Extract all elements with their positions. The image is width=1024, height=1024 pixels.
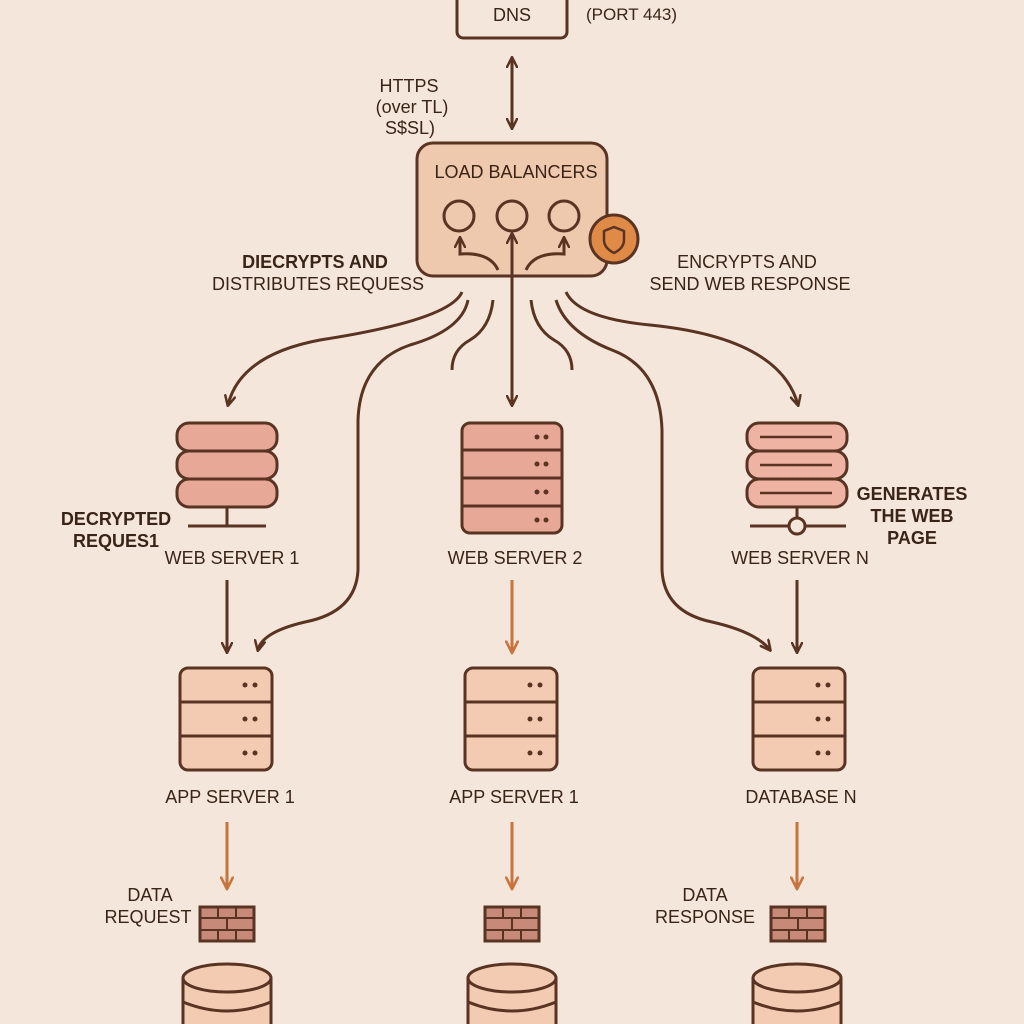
web-server-2-label: WEB SERVER 2 xyxy=(448,548,583,568)
lb-internal-arrow xyxy=(524,238,564,271)
decrypts-note-line1: DIECRYPTS AND xyxy=(242,252,388,272)
generates-note-line1: GENERATES xyxy=(857,484,968,504)
lb-to-db-arrow xyxy=(554,299,770,650)
web-server-1 xyxy=(175,421,279,528)
firewall-icon xyxy=(483,905,541,943)
generates-note-line3: PAGE xyxy=(887,528,937,548)
lb-curl-right xyxy=(529,299,574,371)
https-note-line2: (over TL) xyxy=(376,97,449,117)
lb-to-web1-arrow xyxy=(228,291,464,405)
firewall-icon xyxy=(769,905,827,943)
https-note-line3: S$SL) xyxy=(385,118,435,138)
generates-note-line2: THE WEB xyxy=(871,506,954,526)
data-request-line2: REQUEST xyxy=(104,907,191,927)
app-server-1 xyxy=(178,666,274,772)
shield-icon xyxy=(588,213,640,265)
encrypts-note-line2: SEND WEB RESPONSE xyxy=(649,274,850,294)
data-response-line2: RESPONSE xyxy=(655,907,755,927)
data-response-line1: DATA xyxy=(682,885,727,905)
lb-internal-arrow xyxy=(460,238,500,271)
encrypts-note-line1: ENCRYPTS AND xyxy=(677,252,817,272)
database-icon xyxy=(751,962,843,1024)
dns-label: DNS xyxy=(493,5,531,25)
data-request-line1: DATA xyxy=(127,885,172,905)
lb-port-icon xyxy=(547,199,581,233)
lb-to-app1-arrow xyxy=(258,299,470,650)
web-server-1-label: WEB SERVER 1 xyxy=(165,548,300,568)
web-server-n-label: WEB SERVER N xyxy=(731,548,869,568)
https-note-line1: HTTPS xyxy=(379,76,438,96)
dns-node: DNS xyxy=(455,0,569,40)
decrypted-note-line2: REQUES1 xyxy=(73,531,159,551)
lb-port-icon xyxy=(495,199,529,233)
port-note: (PORT 443) xyxy=(586,5,677,24)
web-server-2 xyxy=(460,421,564,535)
web-server-n xyxy=(745,421,849,536)
lb-to-webn-arrow xyxy=(564,291,798,405)
load-balancer-label: LOAD BALANCERS xyxy=(434,162,597,182)
lb-curl-left xyxy=(450,299,495,371)
app-server-2 xyxy=(463,666,559,772)
database-icon xyxy=(181,962,273,1024)
database-n-server xyxy=(751,666,847,772)
database-icon xyxy=(466,962,558,1024)
app-server-2-label: APP SERVER 1 xyxy=(449,787,578,807)
database-n-label: DATABASE N xyxy=(745,787,856,807)
app-server-1-label: APP SERVER 1 xyxy=(165,787,294,807)
lb-port-icon xyxy=(442,199,476,233)
firewall-icon xyxy=(198,905,256,943)
decrypted-note-line1: DECRYPTED xyxy=(61,509,171,529)
decrypts-note-line2: DISTRIBUTES REQUESS xyxy=(212,274,424,294)
